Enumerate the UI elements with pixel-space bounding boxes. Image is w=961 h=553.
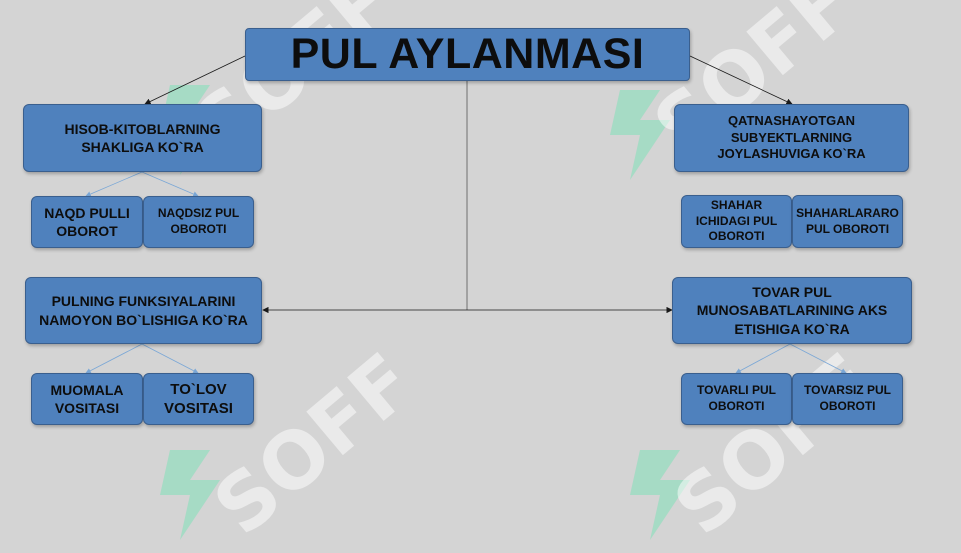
node-cash-turnover: NAQD PULLI OBOROT (31, 196, 143, 248)
node-intracity-turnover: SHAHAR ICHIDAGI PUL OBOROTI (681, 195, 792, 248)
node-intercity-turnover: SHAHARLARARO PUL OBOROTI (792, 195, 903, 248)
diagram-connectors (85, 55, 847, 374)
connector-title-to-cat-3 (689, 55, 793, 105)
diagram-title: PUL AYLANMASI (245, 28, 690, 81)
connector-title-to-cat-1 (144, 55, 246, 105)
node-non-commodity-turnover: TOVARSIZ PUL OBOROTI (792, 373, 903, 425)
category-commodity-money: TOVAR PUL MUNOSABATLARINING AKS ETISHIGA… (672, 277, 912, 344)
node-cashless-turnover: NAQDSIZ PUL OBOROTI (143, 196, 254, 248)
node-circulation-means: MUOMALA VOSITASI (31, 373, 143, 425)
category-subject-location: QATNASHAYOTGAN SUBYEKTLARNING JOYLASHUVI… (674, 104, 909, 172)
category-money-functions: PULNING FUNKSIYALARINI NAMOYON BO`LISHIG… (25, 277, 262, 344)
node-payment-means: TO`LOV VOSITASI (143, 373, 254, 425)
category-settlement-form: HISOB-KITOBLARNING SHAKLIGA KO`RA (23, 104, 262, 172)
node-commodity-turnover: TOVARLI PUL OBOROTI (681, 373, 792, 425)
